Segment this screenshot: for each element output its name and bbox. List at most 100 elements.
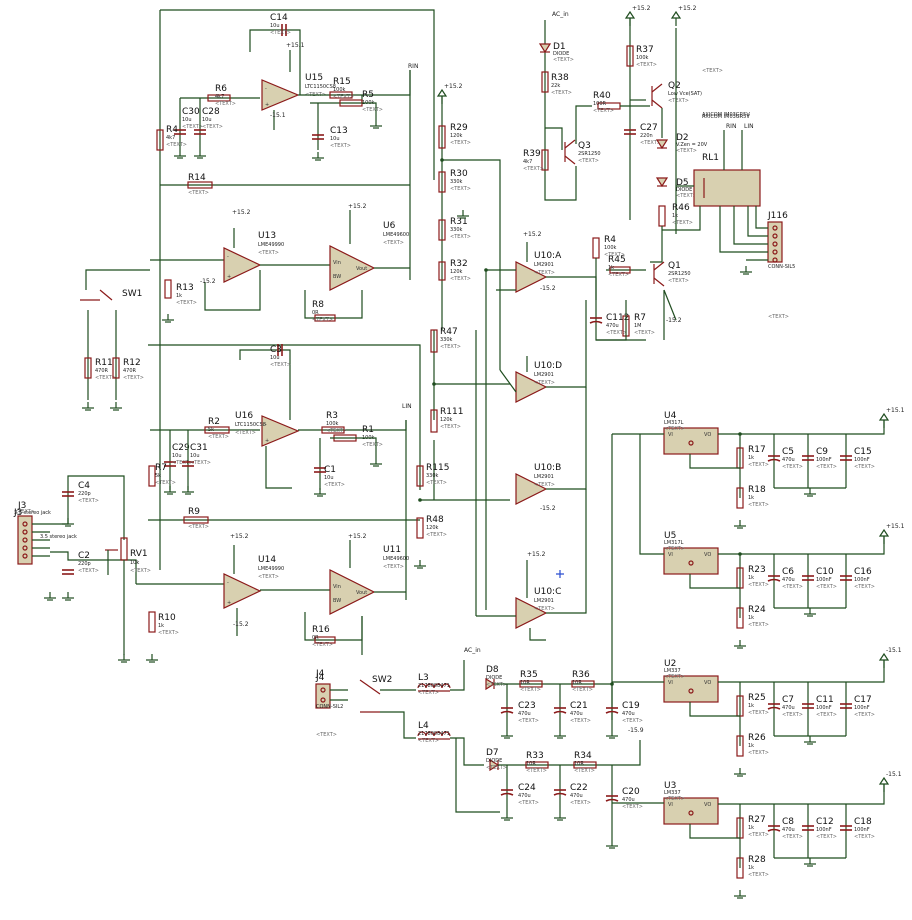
ref-label: RV1 xyxy=(130,549,148,559)
text-tag: <TEXT> xyxy=(176,300,197,306)
value-label: 100nF xyxy=(854,705,870,711)
resistor-body xyxy=(314,636,336,644)
ground-symbol xyxy=(734,520,746,529)
resistor-body xyxy=(430,409,438,433)
net-label: AC_in xyxy=(464,647,481,654)
text-tag: <TEXT> xyxy=(702,68,723,74)
cap-plate xyxy=(767,706,781,710)
adj-dot xyxy=(688,688,694,694)
connector-pin xyxy=(320,687,326,693)
text-tag: <TEXT> xyxy=(553,57,574,63)
text-tag: <TEXT> xyxy=(668,278,689,284)
resistor-body xyxy=(438,219,446,241)
value-label: DIODE xyxy=(553,51,569,57)
wire xyxy=(545,127,563,150)
text-tag: <TEXT> xyxy=(534,270,555,276)
value-label: DIODE xyxy=(486,758,502,764)
ground-symbol xyxy=(734,768,746,777)
value-label: Low Vce(SAT) xyxy=(668,91,702,97)
text-tag: <TEXT> xyxy=(130,568,151,574)
power-label: -15.2 xyxy=(540,285,556,292)
power-label: +15.2 xyxy=(230,533,249,540)
pin-minus: - xyxy=(227,580,229,586)
ref-label: U10:A xyxy=(534,251,562,261)
ref-label: R27 xyxy=(748,815,766,825)
wire xyxy=(529,628,546,641)
value-label: 10u xyxy=(270,23,280,29)
junction-dot xyxy=(440,158,444,162)
wire xyxy=(653,261,665,271)
ref-label: R5 xyxy=(362,90,374,100)
text-tag: <TEXT> xyxy=(440,344,461,350)
text-tag: <TEXT> xyxy=(520,687,541,693)
text-tag: <TEXT> xyxy=(782,584,803,590)
pin-plus: + xyxy=(227,600,231,606)
resistor-body xyxy=(329,91,353,99)
text-tag: <TEXT> xyxy=(270,30,291,36)
ref-label: R30 xyxy=(450,169,468,179)
connector-pin xyxy=(320,697,326,703)
ref-label: L3 xyxy=(418,673,429,683)
value-label: LM2901 xyxy=(534,598,554,604)
value-label: 100k xyxy=(636,55,649,61)
ref-label: C30 xyxy=(182,107,200,117)
value-label: 2SR1250 xyxy=(578,151,601,157)
value-label: 470u xyxy=(518,793,531,799)
value-label: 100k xyxy=(326,421,339,427)
text-tag: <TEXT> xyxy=(258,574,279,580)
cap-plate xyxy=(767,458,781,462)
value-label: 470R xyxy=(123,368,137,374)
text-tag: <TEXT> xyxy=(270,362,291,368)
ref-label: R36 xyxy=(572,670,590,680)
text-tag: <TEXT> xyxy=(155,480,176,486)
power-label: -15.2 xyxy=(666,317,682,324)
ground-symbol xyxy=(62,518,74,527)
value-label: 470u xyxy=(518,711,531,717)
value-label: 1k xyxy=(748,865,754,871)
ground-symbol xyxy=(734,640,746,649)
text-tag: <TEXT> xyxy=(330,143,351,149)
buffer-triangle xyxy=(329,569,376,615)
ref-label: R15 xyxy=(333,77,351,87)
ref-label: R16 xyxy=(312,625,330,635)
ref-label: C23 xyxy=(518,701,536,711)
value-label: 100k xyxy=(333,87,346,93)
regulator-body xyxy=(663,675,719,703)
ref-label: R6 xyxy=(215,84,227,94)
wire xyxy=(718,660,885,683)
resistor-body xyxy=(321,426,345,434)
text-tag: <TEXT> xyxy=(664,426,685,432)
junction-dot xyxy=(738,432,742,436)
ref-label: R11 xyxy=(95,358,113,368)
pin-vi: VI xyxy=(668,432,673,438)
cap-plate xyxy=(500,710,514,714)
value-label: 330k xyxy=(426,473,439,479)
resistor-body xyxy=(592,237,600,259)
ref-label: R7 xyxy=(634,313,646,323)
resistor-r9: R9<TEXT> xyxy=(183,507,209,530)
pin-bw: BW xyxy=(333,274,341,280)
ref-label: R7 xyxy=(155,463,167,473)
ground-symbol xyxy=(554,812,566,821)
ref-label: D1 xyxy=(553,42,566,52)
text-tag: <TEXT> xyxy=(748,502,769,508)
ground-symbol xyxy=(501,812,513,821)
value-label: 1k xyxy=(608,265,614,271)
resistor-body xyxy=(148,465,156,487)
value-label: 100k xyxy=(604,245,617,251)
regulator-body xyxy=(663,797,719,825)
ground-symbol xyxy=(162,314,174,323)
value-label: V.Zen = 20V xyxy=(676,142,708,148)
ref-label: SW2 xyxy=(372,675,392,685)
